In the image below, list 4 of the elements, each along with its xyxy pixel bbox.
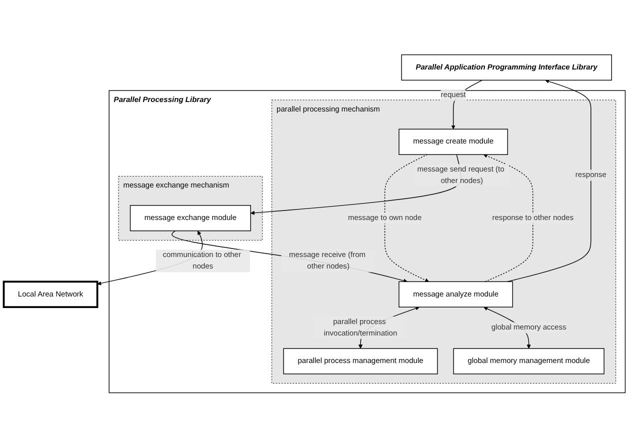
arrow bbox=[172, 230, 408, 282]
arrow bbox=[483, 154, 534, 282]
arrow bbox=[384, 154, 429, 282]
arrow bbox=[250, 154, 462, 215]
